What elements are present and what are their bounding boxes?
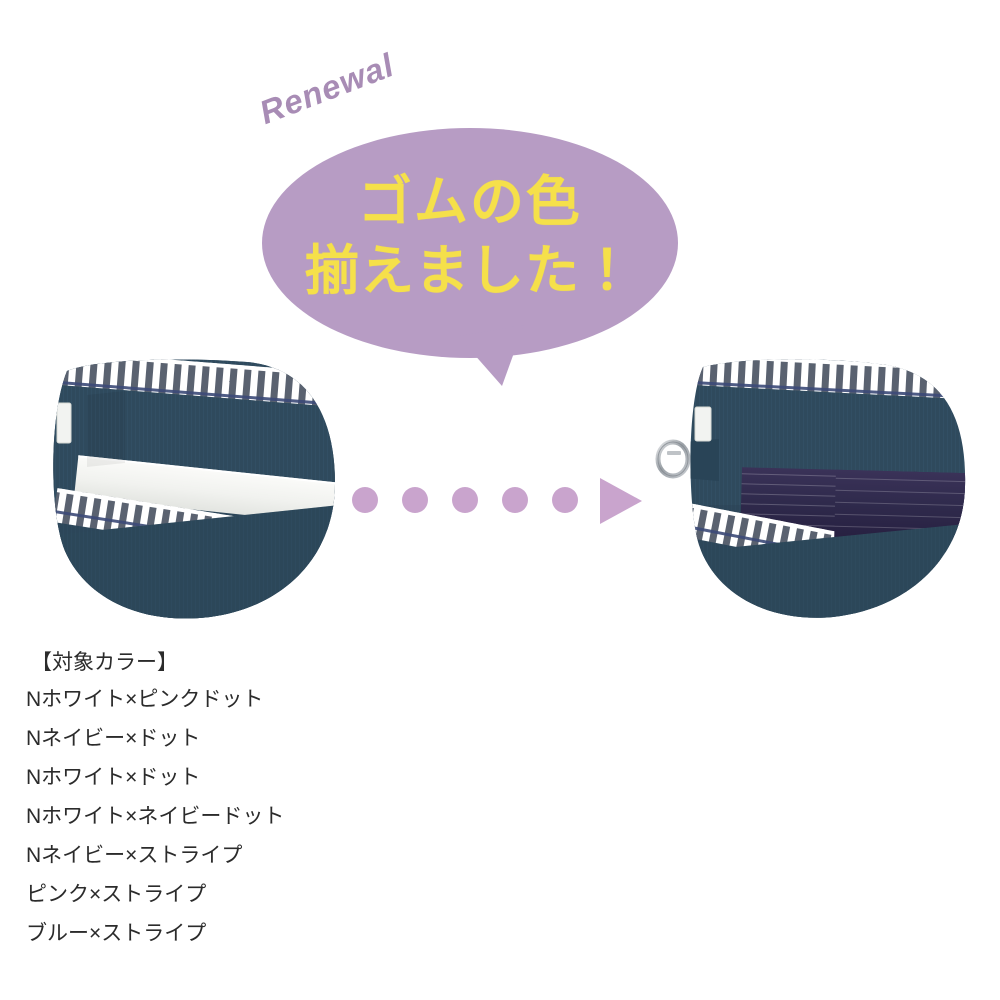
- pouch-before-illustration: [53, 359, 336, 619]
- transition-dot: [402, 487, 428, 513]
- list-item: Nネイビー×ストライプ: [26, 844, 243, 867]
- d-ring-icon: [655, 439, 691, 479]
- speech-bubble: ゴムの色 揃えました！: [262, 128, 678, 390]
- color-list-heading: 【対象カラー】: [31, 651, 178, 674]
- bubble-line-2: 揃えました！: [305, 241, 635, 302]
- speech-bubble-shape: [262, 128, 678, 386]
- product-photo-before: [35, 355, 340, 625]
- list-item: Nネイビー×ドット: [26, 727, 201, 750]
- list-item: Nホワイト×ドット: [26, 766, 201, 789]
- transition-indicator: [352, 478, 642, 524]
- transition-dot: [502, 487, 528, 513]
- target-color-list: 【対象カラー】 Nホワイト×ピンクドット Nネイビー×ドット Nホワイト×ドット…: [26, 652, 546, 962]
- transition-dot: [552, 487, 578, 513]
- transition-dot: [452, 487, 478, 513]
- list-item: ブルー×ストライプ: [26, 922, 207, 945]
- speech-bubble-text: ゴムの色 揃えました！: [262, 168, 678, 306]
- list-item: ピンク×ストライプ: [26, 883, 207, 906]
- bubble-line-1: ゴムの色: [358, 172, 582, 232]
- product-photo-after: [655, 355, 975, 625]
- transition-dot: [352, 487, 378, 513]
- pouch-after-illustration: [655, 359, 966, 618]
- list-item: Nホワイト×ネイビードット: [26, 805, 285, 828]
- list-item: Nホワイト×ピンクドット: [26, 688, 264, 711]
- color-list-items: Nホワイト×ピンクドット Nネイビー×ドット Nホワイト×ドット Nホワイト×ネ…: [26, 689, 546, 944]
- renewal-label: Renewal: [254, 46, 400, 132]
- arrow-right-icon: [600, 478, 642, 524]
